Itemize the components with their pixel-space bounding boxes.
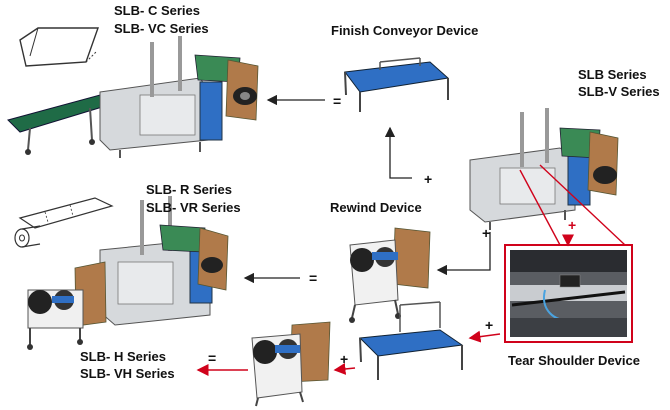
rewind-device-image — [349, 227, 431, 323]
plus-sign-slb: + — [424, 171, 433, 187]
label-finish-conveyor: Finish Conveyor Device — [331, 23, 479, 38]
equals-sign-top: = — [333, 93, 342, 109]
tear-shoulder-device-image — [504, 244, 633, 343]
label-slb-h-series: SLB- H Series — [80, 349, 166, 364]
equals-sign-middle: = — [309, 270, 318, 286]
arrow-red-tear-to-conveyor — [468, 330, 501, 343]
arrow-slb-to-rewind — [436, 232, 491, 276]
bag-sketch-rewind — [14, 197, 114, 248]
callout-line-left — [519, 169, 561, 246]
slb-c-machine — [7, 36, 259, 158]
finish-conveyor-device-image — [344, 57, 450, 112]
slb-r-machine — [27, 196, 229, 350]
label-tear-shoulder-device: Tear Shoulder Device — [508, 353, 640, 368]
plus-sign-red-tear: + — [485, 317, 494, 333]
callout-line-right — [539, 164, 626, 246]
label-rewind-device: Rewind Device — [330, 200, 422, 215]
label-slb-v-series: SLB-V Series — [578, 84, 660, 99]
bag-sketch-top — [19, 27, 99, 67]
plus-sign-conveyor: + — [340, 351, 349, 367]
equals-sign-bottom: = — [208, 350, 217, 366]
label-slb-c-series: SLB- C Series — [114, 3, 200, 18]
label-slb-vr-series: SLB- VR Series — [146, 200, 241, 215]
arrow-red-conveyor-to-rewind — [333, 362, 356, 375]
bottom-conveyor-image — [358, 301, 464, 380]
arrow-slb-to-conveyor — [384, 126, 412, 179]
label-slb-vh-series: SLB- VH Series — [80, 366, 175, 381]
label-slb-vc-series: SLB- VC Series — [114, 21, 209, 36]
slb-machine — [469, 108, 619, 230]
plus-sign-rewind: + — [482, 225, 491, 241]
label-slb-r-series: SLB- R Series — [146, 182, 232, 197]
bottom-rewind-image — [251, 321, 331, 407]
label-slb-series: SLB Series — [578, 67, 647, 82]
plus-sign-red-top: + — [568, 217, 577, 233]
